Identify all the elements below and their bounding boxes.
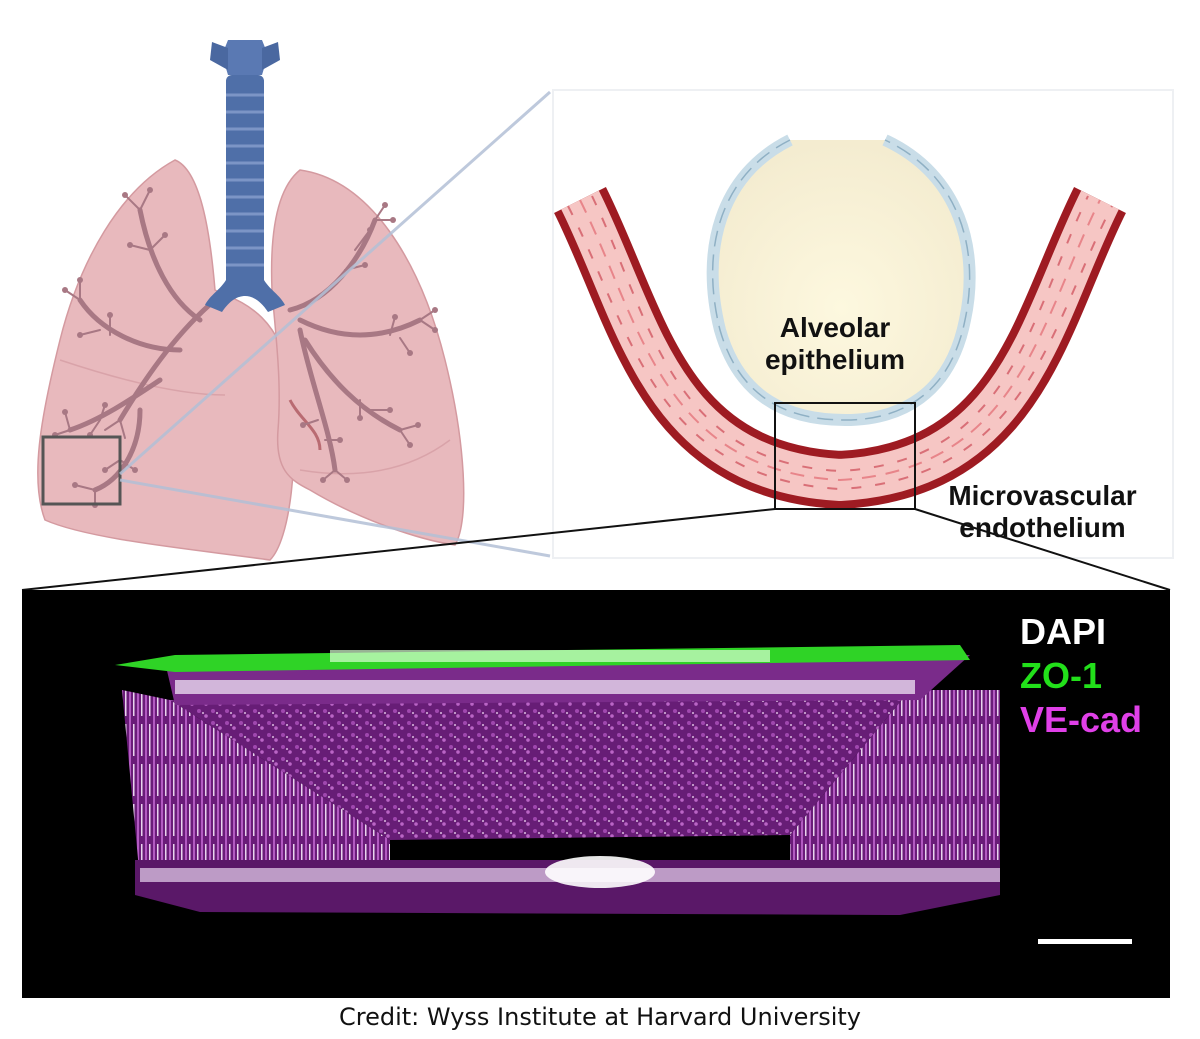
alveolus-panel	[552, 89, 1174, 559]
lung-zoom-box	[41, 435, 122, 506]
right-lung	[270, 169, 465, 546]
trachea	[205, 40, 285, 312]
microvascular-endothelium-label: Microvascular endothelium	[935, 480, 1150, 544]
stain-legend: DAPI ZO-1 VE-cad	[1020, 610, 1142, 742]
alveolar-label-line1: Alveolar	[779, 312, 891, 343]
alveolar-label-line2: epithelium	[764, 344, 905, 376]
alveolus-zoom-box	[774, 402, 916, 510]
legend-dapi: DAPI	[1020, 611, 1107, 652]
left-lung	[37, 159, 295, 561]
micrograph-zoom-lines	[21, 508, 1171, 591]
legend-vecad: VE-cad	[1020, 699, 1143, 740]
scale-bar	[1038, 939, 1132, 944]
channel-floor	[170, 690, 910, 840]
micrograph-panel	[22, 590, 1170, 998]
micro-label-line1: Microvascular	[948, 480, 1137, 511]
legend-zo1: ZO-1	[1020, 655, 1103, 696]
zoom-lines	[119, 90, 551, 558]
micro-label-line2: endothelium	[959, 512, 1126, 544]
channel-left-wall	[122, 690, 390, 885]
channel-right-wall	[790, 690, 1000, 885]
alveolus-interior	[712, 140, 970, 420]
credit-line: Credit: Wyss Institute at Harvard Univer…	[339, 1003, 861, 1031]
lung-illustration	[37, 40, 465, 561]
alveolar-epithelium-label: Alveolar epithelium	[735, 312, 935, 376]
